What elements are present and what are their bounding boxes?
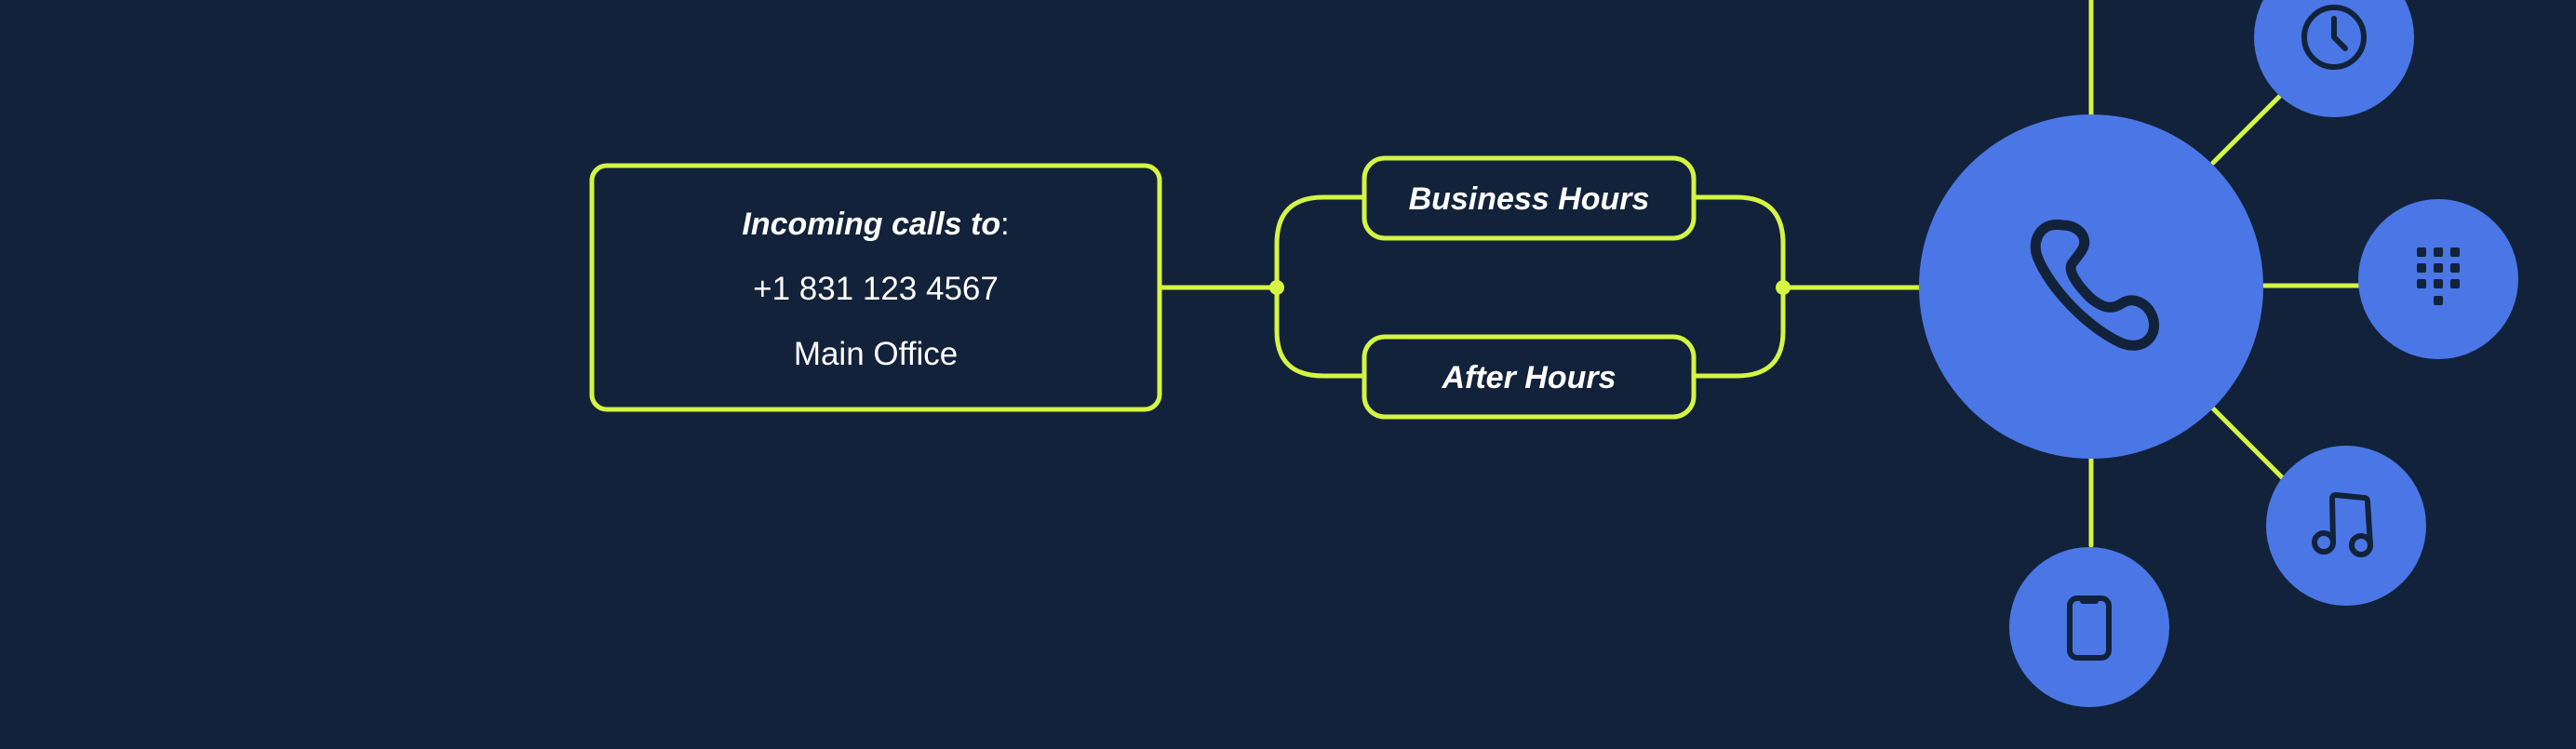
business-hours-label: Business Hours	[1409, 181, 1650, 217]
music-node[interactable]	[2266, 446, 2426, 606]
connector-after-merge	[1691, 285, 1786, 379]
spoke-music	[2210, 406, 2286, 481]
split-junction-dot	[1269, 280, 1284, 295]
mobile-phone-icon	[2067, 595, 2112, 661]
after-hours-box	[1362, 334, 1697, 420]
after-hours-label: After Hours	[1441, 360, 1616, 395]
incoming-calls-box	[589, 163, 1162, 412]
after-hours-node[interactable]: After Hours	[1362, 334, 1697, 420]
clock-circle	[2254, 0, 2414, 117]
incoming-location: Main Office	[794, 336, 958, 372]
incoming-calls-title: Incoming calls to:	[742, 207, 1009, 242]
connector-split-business	[1274, 194, 1367, 290]
connectors	[1158, 0, 2363, 548]
incoming-calls-node[interactable]: Incoming calls to: +1 831 123 4567 Main …	[589, 163, 1162, 412]
mobile-node[interactable]	[2009, 547, 2169, 707]
dialpad-icon	[2417, 247, 2460, 305]
spoke-clock	[2210, 91, 2285, 166]
connector-split-after	[1274, 285, 1367, 379]
business-hours-node[interactable]: Business Hours	[1362, 155, 1697, 241]
music-note-icon	[2312, 492, 2373, 557]
merge-junction-dot	[1776, 280, 1791, 295]
connector-business-merge	[1691, 194, 1786, 290]
clock-node[interactable]	[2254, 0, 2414, 117]
phone-hub-circle	[1919, 114, 2263, 459]
clock-icon	[2301, 5, 2367, 70]
business-hours-box	[1362, 155, 1697, 241]
phone-icon	[2030, 219, 2160, 351]
keypad-node[interactable]	[2358, 199, 2518, 359]
phone-hub-node[interactable]	[1919, 114, 2263, 459]
mobile-circle	[2009, 547, 2169, 707]
music-circle	[2266, 446, 2426, 606]
incoming-phone-number: +1 831 123 4567	[753, 271, 999, 307]
